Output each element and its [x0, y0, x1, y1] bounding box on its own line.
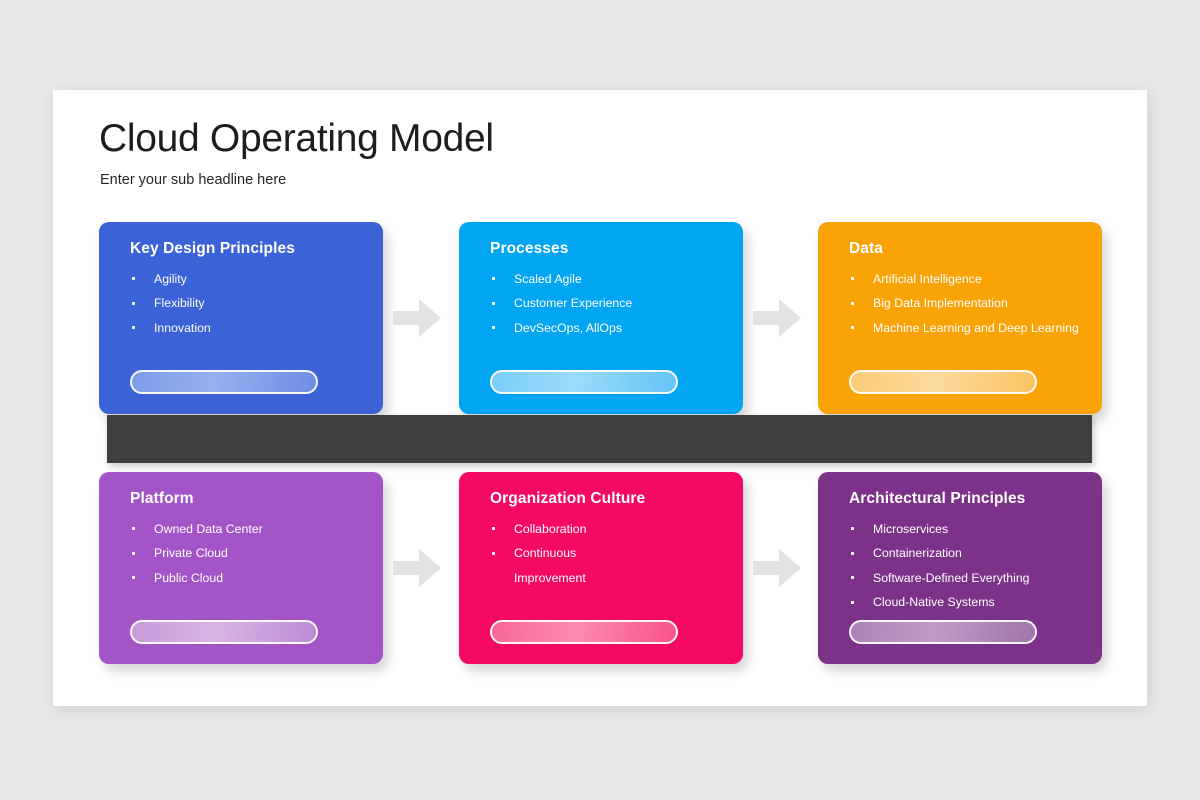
card-accent-pill — [490, 370, 678, 394]
card-organization-culture[interactable]: Organization Culture Collaboration Conti… — [459, 472, 743, 664]
arrow-right-icon — [749, 290, 805, 346]
list-item: Continuous Improvement — [490, 541, 620, 590]
card-bullet-list: Artificial Intelligence Big Data Impleme… — [849, 267, 1080, 341]
card-title: Data — [849, 240, 883, 257]
bullet-dot-icon — [492, 301, 495, 305]
bullet-text: Software-Defined Everything — [873, 570, 1030, 585]
card-body: Organization Culture Collaboration Conti… — [459, 472, 743, 664]
bullet-text: Cloud-Native Systems — [873, 595, 995, 610]
card-body: Key Design Principles Agility Flexibilit… — [99, 222, 383, 414]
bullet-dot-icon — [132, 326, 135, 330]
bullet-dot-icon — [132, 551, 135, 555]
card-platform[interactable]: Platform Owned Data Center Private Cloud… — [99, 472, 383, 664]
bullet-dot-icon — [851, 527, 854, 531]
card-accent-pill — [130, 370, 318, 394]
list-item: Big Data Implementation — [849, 291, 1080, 316]
bullet-dot-icon — [851, 551, 854, 555]
list-item: Customer Experience — [490, 291, 721, 316]
list-item: Artificial Intelligence — [849, 267, 1080, 292]
card-accent-pill — [130, 620, 318, 644]
card-title: Organization Culture — [490, 490, 646, 507]
bullet-text: Scaled Agile — [514, 271, 582, 286]
bullet-text: Private Cloud — [154, 546, 228, 561]
card-key-design-principles[interactable]: Key Design Principles Agility Flexibilit… — [99, 222, 383, 414]
bullet-text: Big Data Implementation — [873, 296, 1008, 311]
slide-canvas: Cloud Operating Model Enter your sub hea… — [53, 90, 1147, 706]
bullet-dot-icon — [851, 277, 854, 281]
bullet-text: Containerization — [873, 546, 962, 561]
page-subtitle: Enter your sub headline here — [100, 172, 287, 188]
list-item: Innovation — [130, 316, 361, 341]
bullet-dot-icon — [851, 600, 854, 604]
card-body: Data Artificial Intelligence Big Data Im… — [818, 222, 1102, 414]
arrow-right-icon — [389, 290, 445, 346]
bullet-text: Artificial Intelligence — [873, 271, 982, 286]
list-item: Owned Data Center — [130, 517, 361, 542]
divider-bar — [107, 415, 1092, 463]
bullet-text: Flexibility — [154, 296, 205, 311]
card-title: Platform — [130, 490, 194, 507]
card-body: Platform Owned Data Center Private Cloud… — [99, 472, 383, 664]
card-title: Key Design Principles — [130, 240, 295, 257]
card-accent-pill — [849, 620, 1037, 644]
bullet-dot-icon — [492, 277, 495, 281]
card-architectural-principles[interactable]: Architectural Principles Microservices C… — [818, 472, 1102, 664]
card-bullet-list: Owned Data Center Private Cloud Public C… — [130, 517, 361, 591]
card-bullet-list: Scaled Agile Customer Experience DevSecO… — [490, 267, 721, 341]
bullet-text: Innovation — [154, 320, 211, 335]
list-item: Private Cloud — [130, 541, 361, 566]
arrow-right-icon — [749, 540, 805, 596]
card-title: Processes — [490, 240, 569, 257]
bullet-dot-icon — [132, 301, 135, 305]
bullet-dot-icon — [132, 527, 135, 531]
bullet-dot-icon — [851, 576, 854, 580]
card-title: Architectural Principles — [849, 490, 1026, 507]
card-accent-pill — [849, 370, 1037, 394]
list-item: Scaled Agile — [490, 267, 721, 292]
bullet-text: Owned Data Center — [154, 521, 263, 536]
bullet-dot-icon — [492, 326, 495, 330]
card-processes[interactable]: Processes Scaled Agile Customer Experien… — [459, 222, 743, 414]
list-item: Software-Defined Everything — [849, 566, 1080, 591]
card-bullet-list: Microservices Containerization Software-… — [849, 517, 1080, 615]
bullet-text: Continuous Improvement — [514, 546, 586, 585]
arrow-right-icon — [389, 540, 445, 596]
list-item: Public Cloud — [130, 566, 361, 591]
card-body: Processes Scaled Agile Customer Experien… — [459, 222, 743, 414]
list-item: Agility — [130, 267, 361, 292]
bullet-dot-icon — [132, 576, 135, 580]
page-title: Cloud Operating Model — [99, 117, 494, 160]
card-accent-pill — [490, 620, 678, 644]
bullet-dot-icon — [851, 326, 854, 330]
bullet-text: DevSecOps, AllOps — [514, 320, 622, 335]
bullet-text: Agility — [154, 271, 187, 286]
list-item: Microservices — [849, 517, 1080, 542]
list-item: Cloud-Native Systems — [849, 590, 1080, 615]
bullet-text: Customer Experience — [514, 296, 633, 311]
bullet-dot-icon — [492, 527, 495, 531]
card-bullet-list: Collaboration Continuous Improvement — [490, 517, 721, 591]
bullet-text: Collaboration — [514, 521, 587, 536]
bullet-text: Machine Learning and Deep Learning — [873, 320, 1079, 335]
list-item: Collaboration — [490, 517, 721, 542]
card-data[interactable]: Data Artificial Intelligence Big Data Im… — [818, 222, 1102, 414]
bullet-text: Public Cloud — [154, 570, 224, 585]
list-item: Containerization — [849, 541, 1080, 566]
bullet-dot-icon — [492, 551, 495, 555]
list-item: Flexibility — [130, 291, 361, 316]
bullet-text: Microservices — [873, 521, 949, 536]
card-bullet-list: Agility Flexibility Innovation — [130, 267, 361, 341]
card-body: Architectural Principles Microservices C… — [818, 472, 1102, 664]
diagram-grid: Key Design Principles Agility Flexibilit… — [53, 90, 1147, 706]
list-item: DevSecOps, AllOps — [490, 316, 721, 341]
bullet-dot-icon — [851, 301, 854, 305]
list-item: Machine Learning and Deep Learning — [849, 316, 1080, 341]
bullet-dot-icon — [132, 277, 135, 281]
